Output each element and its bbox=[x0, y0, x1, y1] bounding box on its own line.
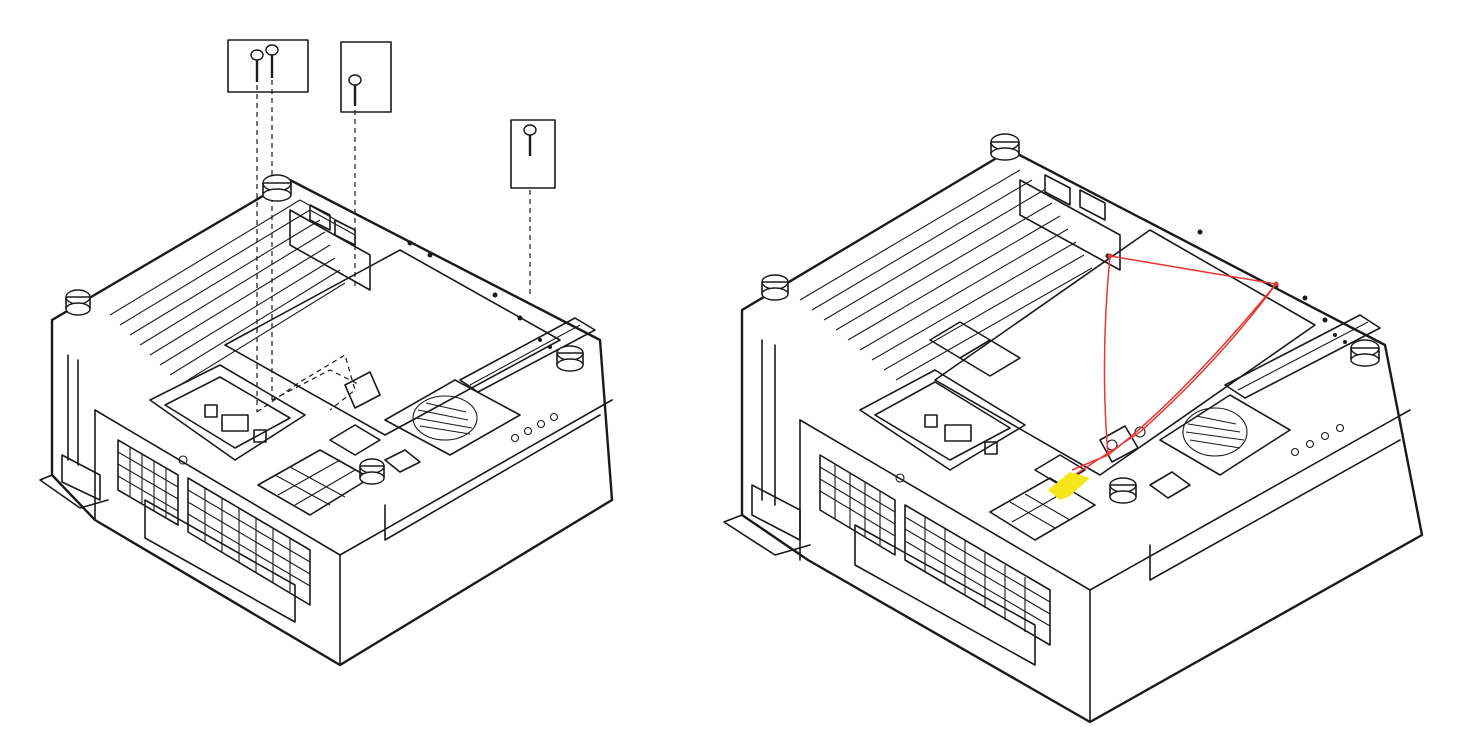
screw-callout-box-right bbox=[510, 119, 556, 189]
front-cutout bbox=[1149, 439, 1401, 581]
adjustable-foot-icon bbox=[761, 274, 789, 301]
left-panel-exploded-view bbox=[39, 39, 614, 667]
adjustable-foot-icon bbox=[65, 289, 91, 316]
right-panel-cable-route-view bbox=[723, 133, 1424, 724]
screw-icon bbox=[250, 49, 264, 82]
adjustable-foot-icon bbox=[359, 458, 385, 485]
heatsink-slots bbox=[799, 169, 1121, 381]
heatsink-slots bbox=[109, 199, 371, 386]
adjustable-foot-icon bbox=[990, 133, 1020, 161]
speaker-grille bbox=[384, 379, 521, 456]
vent-grille-right bbox=[904, 504, 1051, 646]
connector-recess bbox=[149, 364, 306, 461]
vent-grille-left bbox=[819, 454, 896, 556]
cable-route-path bbox=[1069, 253, 1279, 479]
vent-grille-left bbox=[117, 439, 179, 526]
button-strip bbox=[1224, 314, 1381, 457]
label-plate bbox=[144, 499, 296, 623]
screw-guide-lines bbox=[256, 80, 531, 413]
screw-icon bbox=[265, 44, 279, 78]
button-strip bbox=[459, 317, 596, 443]
adjustable-foot-icon bbox=[1350, 339, 1380, 367]
access-cover-plate bbox=[224, 240, 561, 436]
front-cutout bbox=[384, 414, 601, 541]
connector-recess bbox=[859, 369, 1026, 471]
port-grid bbox=[989, 454, 1096, 541]
screw-callout-box-single bbox=[340, 41, 392, 113]
projector-chassis bbox=[723, 133, 1424, 724]
screw-callout-box-double bbox=[227, 39, 309, 93]
latch-bracket bbox=[344, 371, 421, 473]
highlighted-connector-marker bbox=[1048, 472, 1090, 500]
label-plate bbox=[854, 524, 1036, 666]
adjustable-foot-icon bbox=[262, 174, 292, 202]
adjustable-foot-icon bbox=[1109, 477, 1137, 504]
speaker-grille bbox=[1159, 394, 1291, 476]
screw-icon bbox=[348, 74, 362, 106]
projector-chassis bbox=[39, 174, 614, 667]
screw-icon bbox=[523, 124, 537, 156]
adjustable-foot-icon bbox=[556, 345, 584, 372]
vent-grille-right bbox=[187, 477, 311, 606]
